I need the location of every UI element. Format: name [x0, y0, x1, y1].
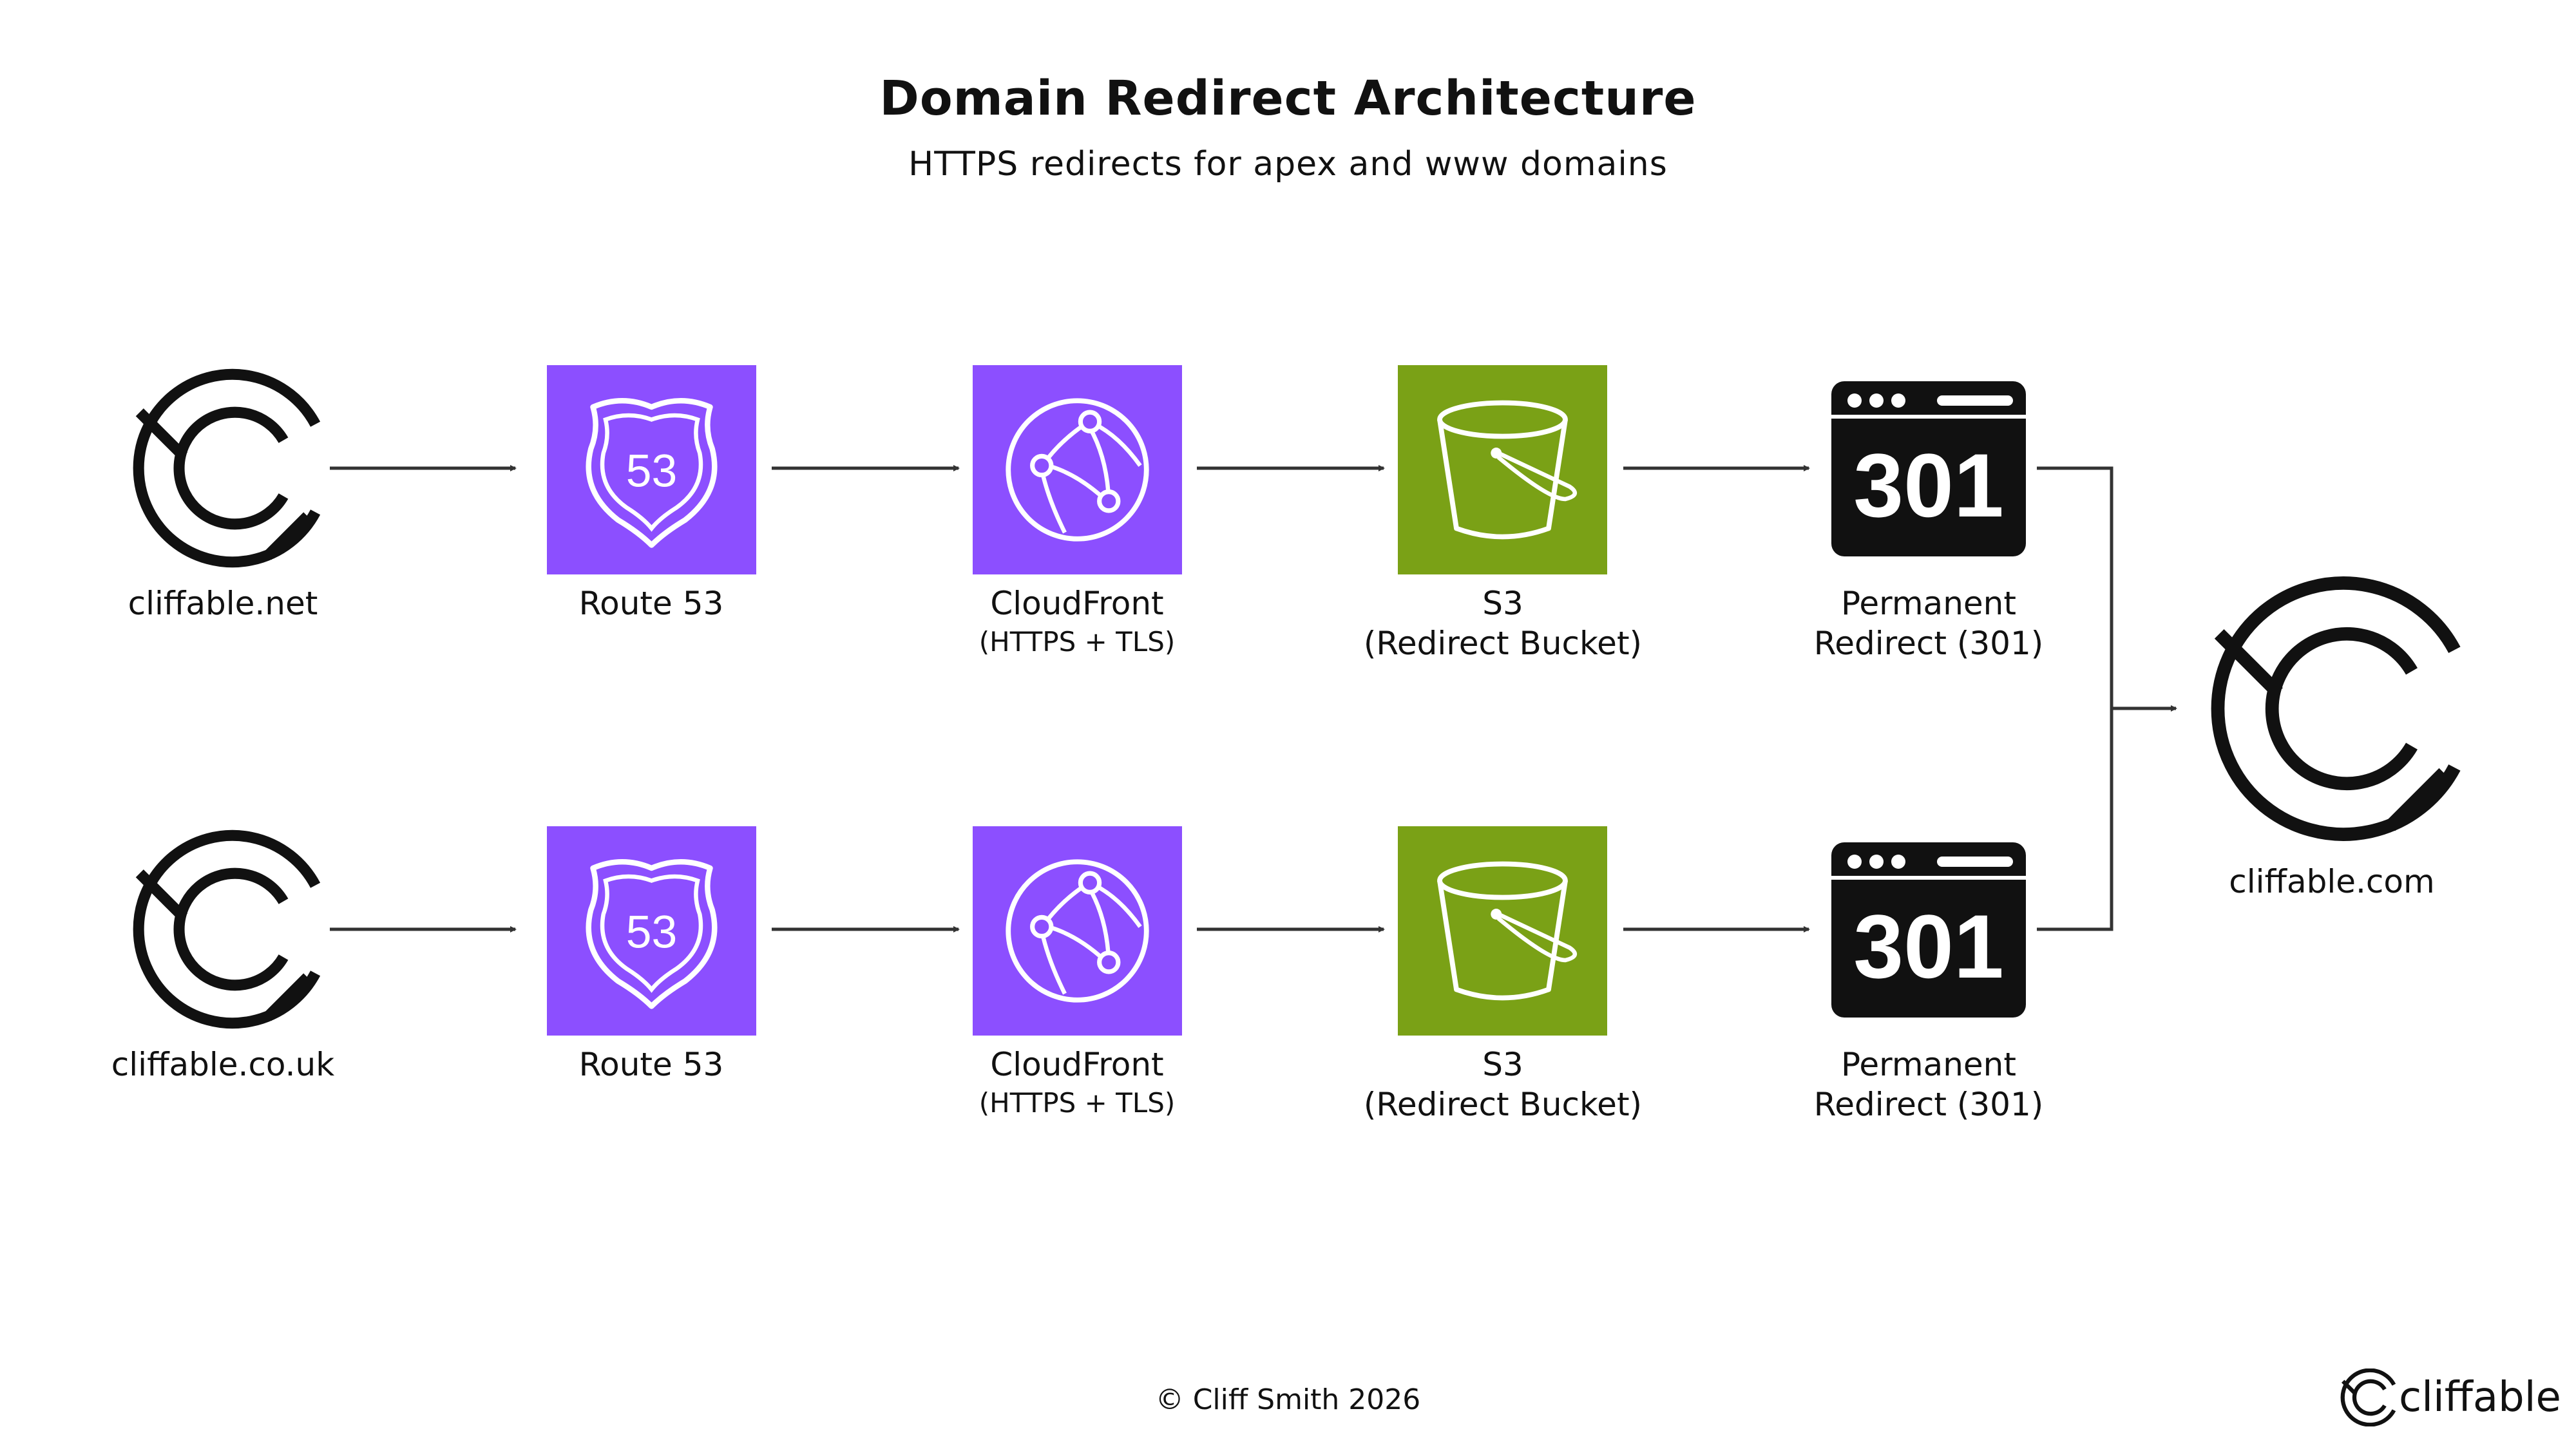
- cloudfront-name: CloudFront: [990, 1046, 1164, 1083]
- cloudfront-name: CloudFront: [990, 585, 1164, 622]
- redirect-code: 301: [1853, 435, 2004, 536]
- source-label-couk: cliffable.co.uk: [111, 1046, 335, 1083]
- route53-badge: 53: [626, 907, 678, 958]
- diagram-subtitle: HTTPS redirects for apex and www domains: [908, 145, 1668, 184]
- redirect-line2: Redirect (301): [1813, 625, 2044, 662]
- brand-logo: cliffable: [2338, 1368, 2561, 1427]
- cliffable-logo-icon: [2198, 575, 2465, 842]
- merge-connector: [2037, 466, 2113, 931]
- cloudfront-tile: [973, 365, 1182, 574]
- source-label-net: cliffable.net: [128, 585, 318, 622]
- route53-label: Route 53: [578, 1046, 724, 1083]
- cliffable-logo-icon: [124, 829, 323, 1029]
- cliffable-logo-icon: [124, 368, 323, 568]
- cloudfront-sub: (HTTPS + TLS): [978, 626, 1176, 658]
- s3-label: S3 (Redirect Bucket): [1310, 1045, 1696, 1124]
- route53-tile: 53: [547, 365, 756, 574]
- brand-wordmark: cliffable: [2399, 1374, 2561, 1421]
- diagram-title: Domain Redirect Architecture: [879, 71, 1697, 126]
- redirect-line2: Redirect (301): [1813, 1086, 2044, 1123]
- s3-name: S3: [1482, 585, 1523, 622]
- cloudfront-label: CloudFront (HTTPS + TLS): [884, 1045, 1270, 1122]
- s3-sub: (Redirect Bucket): [1363, 1086, 1643, 1123]
- destination-label: cliffable.com: [2229, 863, 2435, 900]
- redirect-label: Permanent Redirect (301): [1735, 1045, 2122, 1124]
- route53-label: Route 53: [578, 585, 724, 622]
- s3-tile: [1398, 826, 1607, 1036]
- s3-tile: [1398, 365, 1607, 574]
- route53-badge: 53: [626, 446, 678, 497]
- cloudfront-sub: (HTTPS + TLS): [978, 1087, 1176, 1119]
- s3-sub: (Redirect Bucket): [1363, 625, 1643, 662]
- s3-name: S3: [1482, 1046, 1523, 1083]
- redirect-label: Permanent Redirect (301): [1735, 583, 2122, 663]
- redirect-line1: Permanent: [1841, 585, 2016, 622]
- cliffable-mark-icon: [2338, 1368, 2396, 1427]
- browser-301-icon: 301: [1831, 842, 2026, 1018]
- cloudfront-tile: [973, 826, 1182, 1036]
- s3-label: S3 (Redirect Bucket): [1310, 583, 1696, 663]
- redirect-code: 301: [1853, 896, 2004, 997]
- browser-301-icon: 301: [1831, 381, 2026, 556]
- cloudfront-label: CloudFront (HTTPS + TLS): [884, 583, 1270, 661]
- redirect-line1: Permanent: [1841, 1046, 2016, 1083]
- route53-tile: 53: [547, 826, 756, 1036]
- copyright-text: © Cliff Smith 2026: [1155, 1383, 1421, 1416]
